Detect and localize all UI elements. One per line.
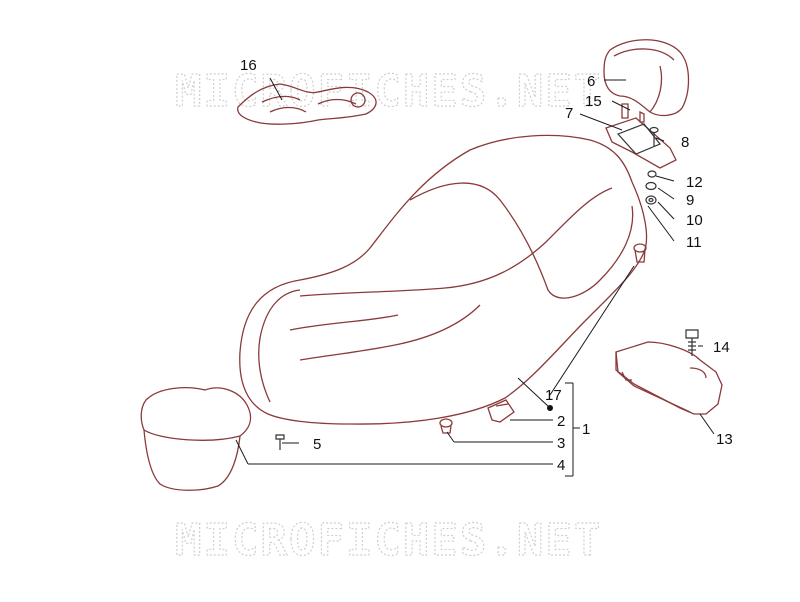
part-1-seat <box>239 134 648 425</box>
part-13-box <box>615 341 723 415</box>
callout-15: 15 <box>585 93 602 110</box>
callout-3: 3 <box>557 435 565 452</box>
part-7-bracket <box>605 103 677 169</box>
part-16-cover <box>237 83 377 125</box>
part-6-backrest <box>603 39 690 117</box>
callout-13: 13 <box>716 431 733 448</box>
callout-9: 9 <box>686 192 694 209</box>
callout-16: 16 <box>240 57 257 74</box>
callout-1: 1 <box>582 421 590 438</box>
callout-4: 4 <box>557 457 565 474</box>
callout-7: 7 <box>565 105 573 122</box>
watermark-top: MICROFICHES.NET <box>175 66 602 117</box>
callout-10: 10 <box>686 212 703 229</box>
callout-6: 6 <box>587 73 595 90</box>
part-12-9-10-washers <box>645 170 657 205</box>
leader-lines <box>235 77 715 477</box>
callout-14: 14 <box>713 339 730 356</box>
callout-5: 5 <box>313 436 321 453</box>
callout-8: 8 <box>681 134 689 151</box>
part-5-screw <box>275 434 285 450</box>
part-2-hook <box>487 399 515 423</box>
part-8-screw <box>649 126 659 146</box>
callout-17: 17 <box>545 387 562 404</box>
part-3-grommet <box>439 418 453 434</box>
part-4-liner <box>140 387 252 491</box>
callout-11: 11 <box>686 234 702 251</box>
callout-2: 2 <box>557 413 565 430</box>
callout-12: 12 <box>686 174 703 191</box>
watermark-bottom: MICROFICHES.NET <box>175 515 602 566</box>
callouts: 16 6 15 7 8 12 9 10 11 14 13 17 2 1 3 4 … <box>240 57 733 474</box>
part-14-screw <box>685 329 699 356</box>
